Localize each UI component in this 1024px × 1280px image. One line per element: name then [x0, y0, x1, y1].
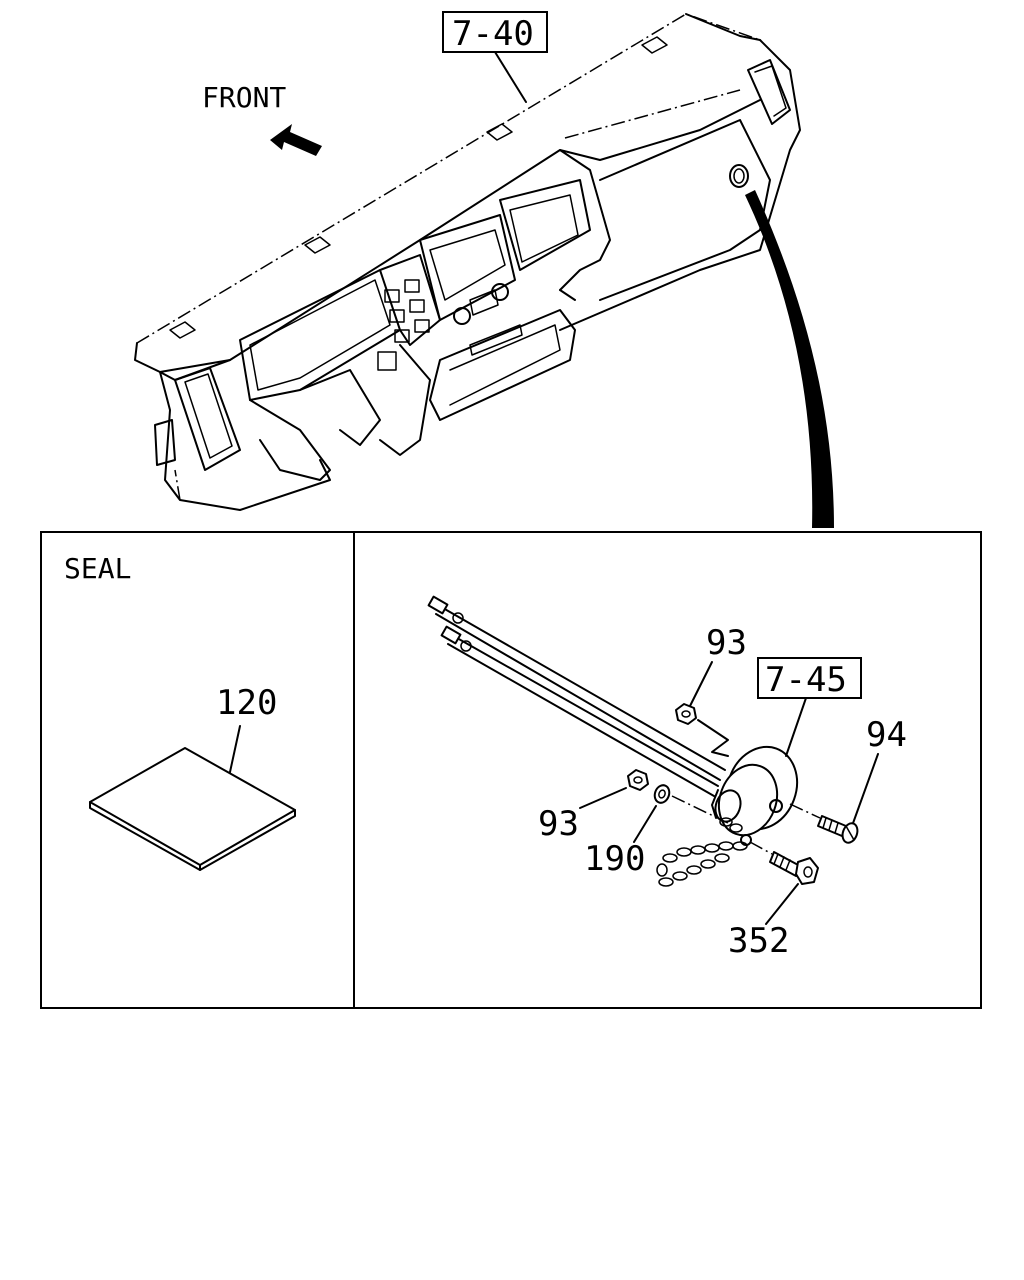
- washer-190: [653, 784, 671, 804]
- screw-94: [817, 815, 859, 844]
- detail-pointer: [745, 190, 834, 528]
- chain: [656, 817, 748, 887]
- part-120-label: 120: [216, 683, 277, 723]
- part-93-top-label: 93: [706, 623, 747, 663]
- nut-93-top-leader-to-rod: [697, 719, 729, 757]
- ref-box-7-45: [757, 657, 862, 699]
- seal-sheet: [89, 747, 296, 871]
- bolt-352: [769, 851, 819, 885]
- nut-93-top: [675, 703, 697, 725]
- ref-box-7-40: [442, 11, 548, 53]
- leader-352: [765, 883, 799, 925]
- seal-heading: SEAL: [64, 552, 131, 585]
- part-94-label: 94: [866, 715, 907, 755]
- washer-axis: [671, 795, 731, 825]
- screw-94-axis: [789, 803, 821, 819]
- hose-assembly: [427, 595, 799, 887]
- part-190-label: 190: [584, 839, 645, 879]
- arrow-up-left-icon: [270, 124, 322, 156]
- leader-93-bottom: [579, 787, 627, 809]
- leader-190: [633, 805, 657, 843]
- part-352-label: 352: [728, 921, 789, 961]
- part-93-bottom-label: 93: [538, 804, 579, 844]
- ref-7-45-label: 7-45: [765, 660, 847, 700]
- leader-7-45: [785, 697, 807, 757]
- leader-120: [229, 725, 241, 773]
- ref-7-40-label: 7-40: [452, 14, 534, 54]
- front-label: FRONT: [202, 81, 286, 114]
- nut-93-bottom: [627, 769, 649, 791]
- leader-94: [851, 753, 879, 827]
- leader-93-top: [689, 661, 713, 707]
- bolt-352-axis: [749, 841, 773, 855]
- dashboard-illustration: [134, 13, 801, 511]
- leader-7-40: [494, 51, 527, 103]
- detail-frame: [40, 531, 982, 1009]
